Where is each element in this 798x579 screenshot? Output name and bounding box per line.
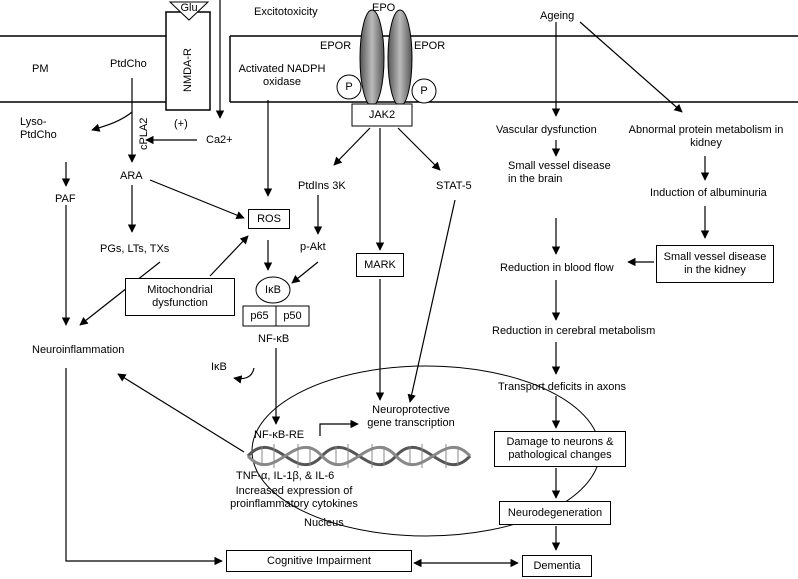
epor-right-shape xyxy=(387,9,413,107)
small-vessel-brain-label: Small vessel disease in the brain xyxy=(508,160,611,185)
ca2-label: Ca2+ xyxy=(206,134,233,146)
vascular-dysfunction-label: Vascular dysfunction xyxy=(496,124,597,136)
ikb-released-label: IκB xyxy=(211,361,227,373)
plasma-membrane xyxy=(0,35,798,103)
blood-flow-label: Reduction in blood flow xyxy=(500,262,614,274)
ikb-label: IκB xyxy=(265,284,281,296)
p50-label: p50 xyxy=(283,310,302,322)
ros-box: ROS xyxy=(248,209,290,229)
ara-label: ARA xyxy=(120,170,143,182)
nfkb-re-label: NF-κB-RE xyxy=(254,429,305,441)
excitotoxicity-label: Excitotoxicity xyxy=(254,6,318,18)
pakt-label: p-Akt xyxy=(300,241,326,253)
neurodegeneration-box: Neurodegeneration xyxy=(499,501,611,525)
ikb-ellipse-shape xyxy=(255,276,291,304)
dementia-box: Dementia xyxy=(522,555,592,577)
neuroinflammation-label: Neuroinflammation xyxy=(32,344,125,356)
nmda-r-label: NMDA-R xyxy=(182,48,194,92)
albuminuria-label: Induction of albuminuria xyxy=(650,187,767,199)
cytokines-label: TNF-α, IL-1β, & IL-6 xyxy=(236,470,335,482)
abnormal-protein-label: Abnormal protein metabolism in kidney xyxy=(628,124,784,149)
neuroprotective-label: Neuroprotective gene transcription xyxy=(367,404,455,429)
epor-left-label: EPOR xyxy=(320,40,352,52)
phosphate-left-label: P xyxy=(345,81,353,93)
ageing-label: Ageing xyxy=(540,10,575,22)
jak2-box-shape xyxy=(351,103,413,127)
pm-label: PM xyxy=(32,63,49,75)
nucleus-label: Nucleus xyxy=(304,517,344,529)
nmda-receptor xyxy=(165,1,211,111)
epor-left-shape xyxy=(359,9,385,107)
damage-neurons-box: Damage to neurons & pathological changes xyxy=(494,431,626,467)
glu-label: Glu xyxy=(180,2,198,14)
transport-deficits-label: Transport deficits in axons xyxy=(498,381,626,393)
mark-box: MARK xyxy=(356,253,404,277)
paf-label: PAF xyxy=(55,193,76,205)
nadph-oxidase-label: Activated NADPH oxidase xyxy=(238,63,326,88)
arrows xyxy=(61,0,710,568)
increased-expression-label: Increased expression of proinflammatory … xyxy=(230,485,358,510)
p50-box-shape xyxy=(275,305,310,327)
plus-label: (+) xyxy=(174,118,188,130)
phosphate-right-shape xyxy=(411,78,437,104)
mitochondrial-dysfunction-box: Mitochondrial dysfunction xyxy=(125,278,235,316)
ptdcho-label: PtdCho xyxy=(110,58,147,70)
phosphate-right-label: P xyxy=(420,85,428,97)
dna-helix xyxy=(246,444,472,468)
lyso-ptdcho-label: Lyso-PtdCho xyxy=(20,116,57,141)
epor-right-label: EPOR xyxy=(414,40,446,52)
cerebral-metabolism-label: Reduction in cerebral metabolism xyxy=(492,325,656,337)
cpla2-label: cPLA2 xyxy=(138,117,150,150)
stat5-label: STAT-5 xyxy=(436,180,472,192)
cognitive-impairment-box: Cognitive Impairment xyxy=(226,550,412,572)
ptdins3k-label: PtdIns 3K xyxy=(298,180,346,192)
small-vessel-kidney-box: Small vessel disease in the kidney xyxy=(656,245,774,283)
pgs-label: PGs, LTs, TXs xyxy=(100,243,170,255)
jak2-label: JAK2 xyxy=(368,109,396,121)
phosphate-left-shape xyxy=(336,74,362,100)
nfkb-label: NF-κB xyxy=(258,333,290,345)
epo-label: EPO xyxy=(372,2,396,14)
p65-label: p65 xyxy=(250,310,269,322)
